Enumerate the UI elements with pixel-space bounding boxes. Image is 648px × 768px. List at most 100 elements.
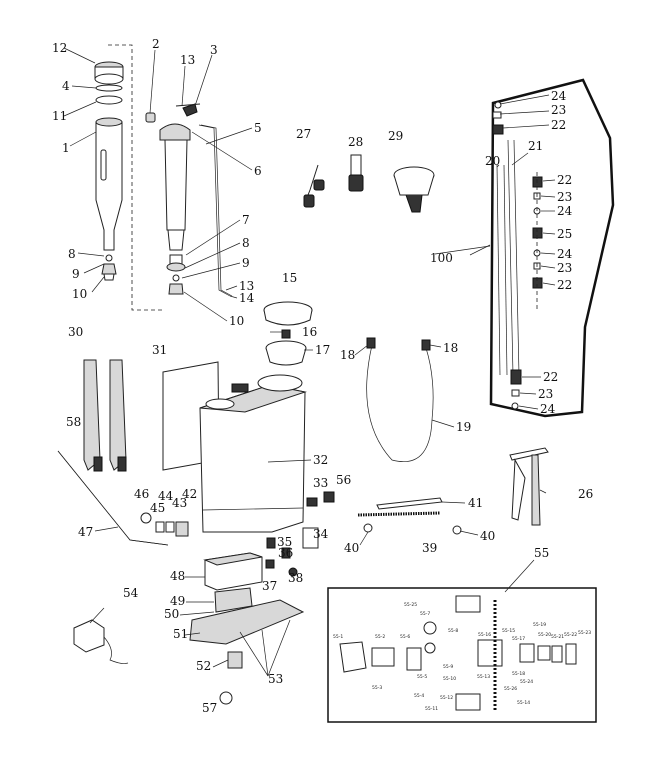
callout-45: 45: [150, 501, 165, 515]
callout-5: 5: [254, 121, 262, 135]
subpart-55-5: 55-5: [417, 674, 427, 680]
subpart-55-13: 55-13: [477, 674, 490, 680]
callout-24c: 24: [557, 247, 573, 261]
callout-41: 41: [468, 496, 483, 510]
battery-48: [203, 552, 263, 591]
callout-11: 11: [52, 109, 67, 123]
callout-8b: 8: [242, 236, 250, 250]
filter-17: [265, 340, 307, 366]
callout-28: 28: [348, 135, 363, 149]
lid-15: [263, 301, 313, 326]
subpart-55-18: 55-18: [512, 671, 525, 677]
callout-24b: 24: [557, 204, 573, 218]
spring-39: [357, 511, 441, 517]
part-57: [219, 691, 233, 705]
subpart-55-10: 55-10: [443, 676, 456, 682]
pump-motor-55: [339, 595, 577, 711]
callout-23d: 23: [538, 387, 553, 401]
callout-10a: 10: [72, 287, 87, 301]
callout-14: 14: [239, 291, 255, 305]
callout-47: 47: [78, 525, 93, 539]
pump-rod-5: [198, 124, 233, 297]
pump-cylinder-1: [94, 61, 124, 281]
callout-13a: 13: [180, 53, 195, 67]
subpart-55-26: 55-26: [504, 686, 517, 692]
valve-parts-42-46: [140, 512, 189, 537]
pump-subpart-labels: 55-1 55-2 55-3 55-4 55-5 55-6 55-7 55-8 …: [333, 602, 591, 712]
part-36: [281, 547, 291, 559]
nozzle-28: [348, 154, 364, 192]
part-35: [266, 537, 276, 549]
callout-26: 26: [578, 487, 593, 501]
hose-19: [366, 344, 434, 462]
callout-57: 57: [202, 701, 217, 715]
part-37: [265, 559, 275, 569]
callout-22b: 22: [557, 173, 572, 187]
tank-32: [199, 374, 307, 533]
callout-29: 29: [388, 129, 403, 143]
callout-56: 56: [336, 473, 351, 487]
clip-34: [302, 527, 319, 549]
trigger-26: [509, 447, 549, 526]
callout-24a: 24: [551, 89, 567, 103]
callout-100: 100: [430, 251, 453, 265]
callout-20: 20: [485, 154, 500, 168]
callout-53: 53: [268, 672, 283, 686]
callout-30: 30: [68, 325, 83, 339]
callout-51: 51: [173, 627, 188, 641]
callout-15: 15: [282, 271, 297, 285]
callout-23a: 23: [551, 103, 566, 117]
subpart-55-24: 55-24: [520, 679, 533, 685]
subpart-55-16: 55-16: [478, 632, 491, 638]
callout-3: 3: [210, 43, 218, 57]
callout-50: 50: [164, 607, 179, 621]
subpart-55-8: 55-8: [448, 628, 458, 634]
callout-23b: 23: [557, 190, 572, 204]
callout-58: 58: [66, 415, 81, 429]
subpart-55-25: 55-25: [404, 602, 417, 608]
callout-40b: 40: [480, 529, 495, 543]
charger-54: [73, 619, 129, 664]
callout-18b: 18: [443, 341, 458, 355]
pump-detail-box: [327, 587, 597, 723]
callout-37: 37: [262, 579, 277, 593]
subpart-55-22: 55-22: [564, 632, 577, 638]
callout-13b: 13: [239, 279, 254, 293]
subpart-55-14: 55-14: [517, 700, 530, 706]
subpart-55-15: 55-15: [502, 628, 515, 634]
clamp-40b: [452, 525, 462, 535]
callout-49: 49: [170, 594, 185, 608]
subpart-55-19: 55-19: [533, 622, 546, 628]
subpart-55-1: 55-1: [333, 634, 343, 640]
callout-21: 21: [528, 139, 543, 153]
callout-43: 43: [172, 496, 187, 510]
callout-7: 7: [242, 213, 250, 227]
assembly-line: [108, 44, 164, 311]
callout-labels: 12 4 11 1 2 13 3 5 6 7 8 9 13 14 10 8 9 …: [52, 37, 593, 715]
part-52: [227, 651, 243, 669]
callout-48: 48: [170, 569, 185, 583]
subpart-55-23: 55-23: [578, 630, 591, 636]
callout-38: 38: [288, 571, 303, 585]
callout-54: 54: [123, 586, 139, 600]
callout-44: 44: [158, 489, 174, 503]
callout-22d: 22: [543, 370, 558, 384]
callout-9b: 9: [242, 256, 250, 270]
nozzle-27: [303, 164, 325, 208]
subpart-55-12: 55-12: [440, 695, 453, 701]
callout-16: 16: [302, 325, 317, 339]
callout-40a: 40: [344, 541, 359, 555]
part-38: [288, 567, 298, 577]
callout-39: 39: [422, 541, 437, 555]
callout-24d: 24: [540, 402, 556, 416]
callout-10b: 10: [229, 314, 244, 328]
subpart-55-3: 55-3: [372, 685, 382, 691]
callout-34: 34: [313, 527, 329, 541]
callout-17: 17: [315, 343, 330, 357]
hose-fitting-18a: [366, 337, 376, 349]
subpart-55-11: 55-11: [425, 706, 438, 712]
lance-fittings: [492, 101, 543, 410]
inner-cylinder-6: [145, 103, 201, 295]
